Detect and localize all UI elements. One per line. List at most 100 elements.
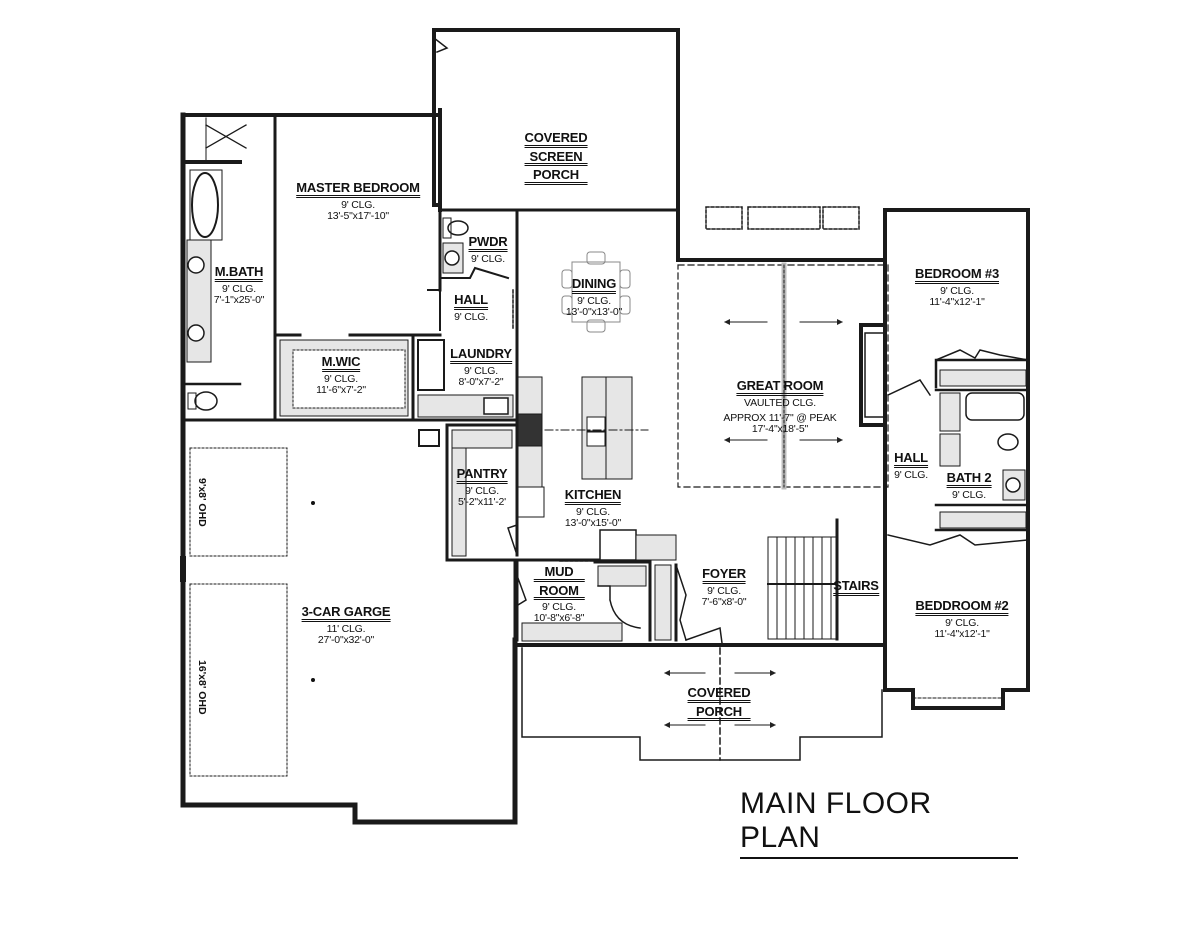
room-size: 7'-1"x25'-0" — [213, 293, 265, 306]
room-size: 27'-0"x32'-0" — [317, 633, 375, 646]
room-ceiling: VAULTED CLG. — [744, 396, 816, 409]
room-name: STAIRS — [833, 579, 879, 596]
room-name: MUD — [533, 565, 585, 582]
room-name: DINING — [571, 277, 616, 294]
room-label-covered-porch: COVERED PORCH — [687, 686, 751, 723]
garage-door-label-1: 9'x8' OHD — [196, 478, 208, 527]
room-ceiling: 9' CLG. — [454, 310, 488, 323]
sink-icon — [187, 256, 205, 274]
room-name: PORCH — [687, 704, 751, 722]
room-size: 13'-5"x17'-10" — [327, 209, 389, 222]
room-name: PORCH — [524, 168, 588, 185]
stairs-symbol — [767, 518, 839, 641]
room-label-foyer: FOYER 9' CLG. 7'-6"x8'-0" — [702, 566, 747, 608]
room-name: PWDR — [468, 235, 508, 252]
room-label-dining: DINING 9' CLG. 13'-0"x13'-0" — [566, 276, 622, 318]
room-label-garage: 3-CAR GARGE 11' CLG. 27'-0"x32'-0" — [301, 604, 391, 646]
room-ceiling: 9' CLG. — [576, 505, 610, 518]
mud-room-walls — [514, 529, 678, 642]
room-label-covered-screen-porch: COVERED SCREEN PORCH — [524, 131, 588, 187]
room-label-pwdr: PWDR 9' CLG. — [468, 234, 508, 265]
bathtub-icon — [191, 172, 219, 238]
room-ceiling: 9' CLG. — [577, 294, 611, 307]
column-dot — [311, 678, 315, 682]
room-size: 17'-4"x18'-5" — [751, 422, 809, 435]
room-name: KITCHEN — [564, 488, 621, 505]
room-name: LAUNDRY — [450, 347, 512, 364]
sink-icon — [444, 250, 460, 266]
room-size: 10'-8"x6'-8" — [533, 612, 585, 625]
room-ceiling: 9' CLG. — [542, 601, 576, 614]
window-bench-symbol — [705, 206, 860, 230]
room-label-laundry: LAUNDRY 9' CLG. 8'-0"x7'-2" — [450, 346, 512, 388]
room-name: FOYER — [702, 567, 746, 584]
room-ceiling: 9' CLG. — [707, 584, 741, 597]
sink-icon — [187, 324, 205, 342]
room-name: BEDDROOM #2 — [915, 599, 1009, 616]
plan-title: MAIN FLOOR PLAN — [740, 787, 1018, 859]
room-name: COVERED — [687, 686, 751, 703]
room-label-bath-2: BATH 2 9' CLG. — [946, 470, 992, 501]
room-label-kitchen: KITCHEN 9' CLG. 13'-0"x15'-0" — [564, 487, 622, 529]
room-ceiling: 9' CLG. — [894, 468, 928, 481]
room-name: GREAT ROOM — [736, 379, 823, 396]
room-name: BATH 2 — [946, 471, 992, 488]
room-ceiling: 9' CLG. — [945, 616, 979, 629]
bedroom-wing-walls — [883, 208, 1030, 710]
room-name: ROOM — [533, 583, 585, 601]
great-room-boundary — [677, 262, 889, 490]
room-size: 13'-0"x15'-0" — [564, 516, 622, 529]
room-name: M.WIC — [321, 355, 361, 372]
front-door-swing — [685, 626, 723, 644]
covered-screen-porch-walls — [432, 28, 887, 262]
room-label-bedroom-3: BEDROOM #3 9' CLG. 11'-4"x12'-1" — [915, 266, 999, 308]
room-ceiling: 9' CLG. — [324, 372, 358, 385]
room-size: 7'-6"x8'-0" — [701, 595, 747, 608]
room-size: 11'-4"x12'-1" — [929, 295, 985, 308]
room-label-great-room: GREAT ROOM VAULTED CLG. APPROX 11'-7" @ … — [723, 378, 836, 435]
pwdr-hall-walls — [411, 208, 519, 557]
room-size: 8'-0"x7'-2" — [458, 375, 504, 388]
master-wic-walls — [273, 333, 415, 422]
room-name: 3-CAR GARGE — [301, 605, 391, 622]
room-label-bedroom-2: BEDDROOM #2 9' CLG. 11'-4"x12'-1" — [915, 598, 1009, 640]
room-ceiling: 9' CLG. — [465, 484, 499, 497]
room-label-m-bath: M.BATH 9' CLG. 7'-1"x25'-0" — [214, 264, 265, 306]
room-size: 11'-6"x7'-2" — [316, 383, 366, 396]
room-label-pantry: PANTRY 9' CLG. 5'-2"x11'-2' — [456, 466, 508, 508]
room-name: COVERED — [524, 131, 588, 148]
garage-door-label-2: 16'x8' OHD — [196, 660, 208, 715]
room-label-m-wic: M.WIC 9' CLG. 11'-6"x7'-2" — [316, 354, 366, 396]
toilet-icon — [194, 391, 218, 411]
room-ceiling: 9' CLG. — [464, 364, 498, 377]
room-name: HALL — [894, 451, 928, 468]
room-name: SCREEN — [524, 149, 588, 167]
room-name: M.BATH — [214, 265, 263, 282]
toilet-icon — [447, 220, 469, 236]
room-name: BEDROOM #3 — [915, 267, 999, 284]
laundry-fixtures — [411, 339, 519, 422]
room-ceiling: 9' CLG. — [341, 198, 375, 211]
room-label-mud-room: MUD ROOM 9' CLG. 10'-8"x6'-8" — [533, 565, 585, 625]
room-size: 5'-2"x11'-2' — [457, 495, 506, 508]
covered-porch-outline — [521, 647, 883, 761]
room-label-hall-west: HALL 9' CLG. — [454, 292, 488, 323]
room-ceiling: 9' CLG. — [952, 488, 986, 501]
room-label-hall-east: HALL 9' CLG. — [894, 450, 928, 481]
room-label-master-bedroom: MASTER BEDROOM 9' CLG. 13'-5"x17'-10" — [296, 180, 420, 222]
room-ceiling: 9' CLG. — [471, 252, 505, 265]
room-ceiling: 9' CLG. — [940, 284, 974, 297]
room-name: MASTER BEDROOM — [296, 181, 420, 198]
room-name: PANTRY — [456, 467, 508, 484]
room-size: 11'-4"x12'-1" — [934, 627, 990, 640]
sink-icon — [1005, 477, 1021, 493]
room-size: 13'-0"x13'-0" — [565, 305, 623, 318]
column-dot — [311, 501, 315, 505]
room-name: HALL — [454, 293, 488, 310]
room-note: APPROX 11'-7" @ PEAK — [723, 411, 837, 424]
room-ceiling: 9' CLG. — [222, 282, 256, 295]
toilet-icon — [997, 433, 1019, 451]
garage-walls — [180, 418, 518, 825]
room-ceiling: 11' CLG. — [326, 622, 366, 635]
